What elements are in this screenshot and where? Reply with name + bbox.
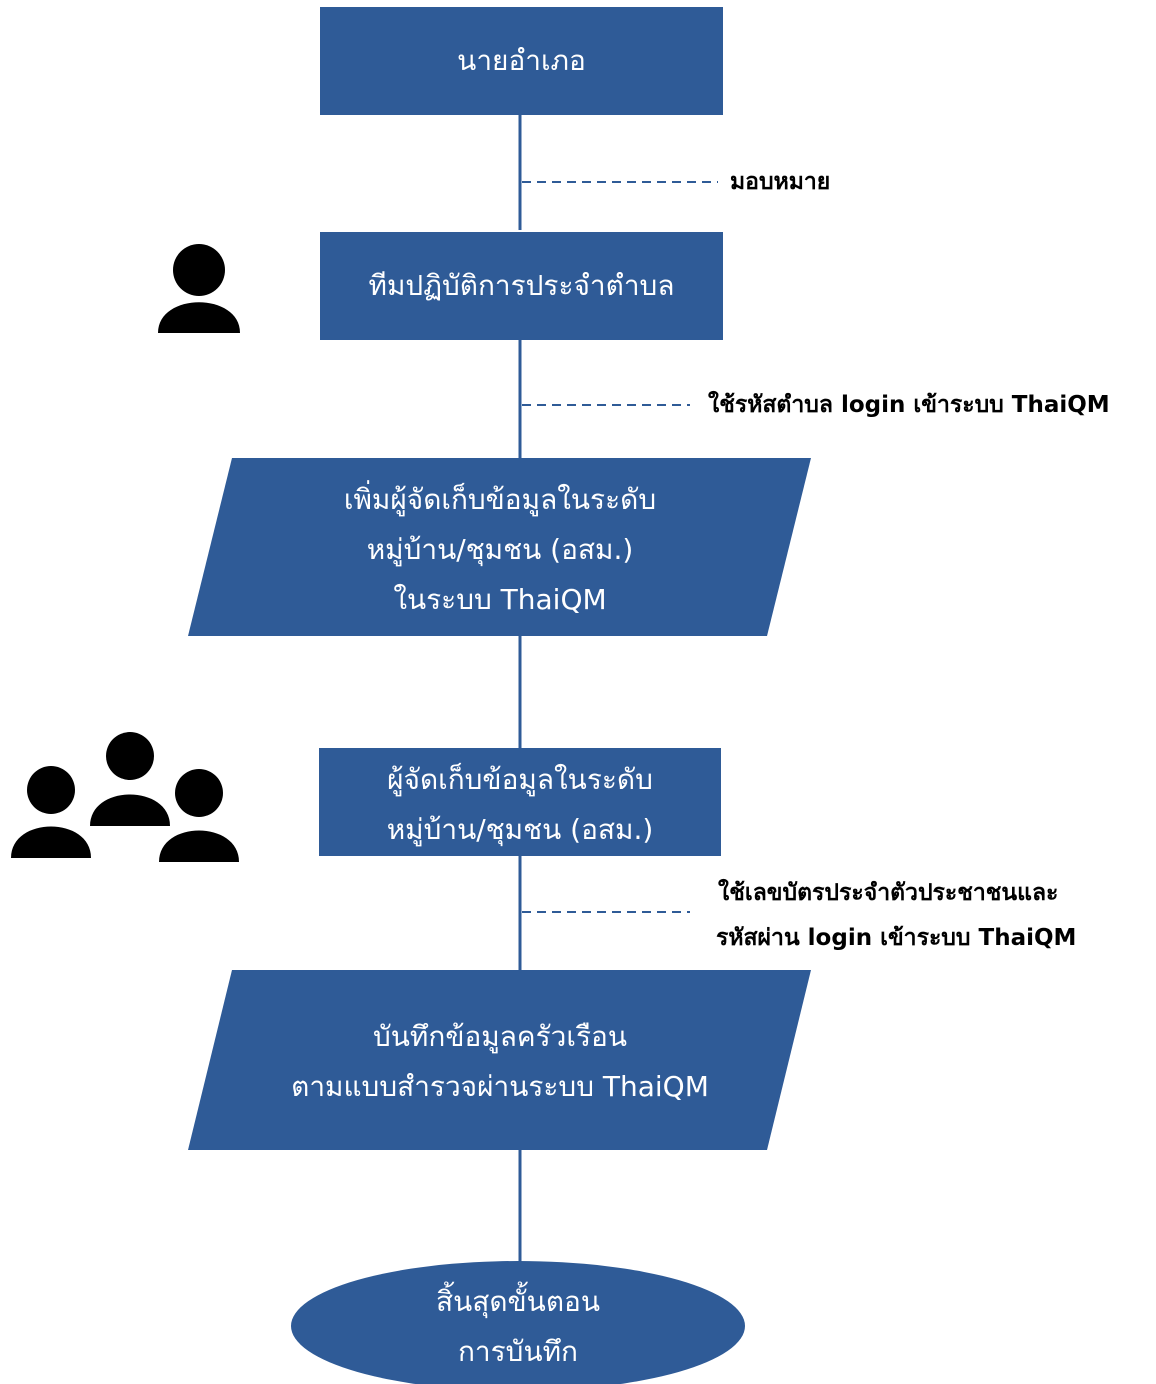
collectors-line-1: ผู้จัดเก็บข้อมูลในระดับ	[387, 763, 653, 796]
citizen-login-note-line-2: รหัสผ่าน login เข้าระบบ ThaiQM	[716, 925, 1077, 951]
add-collectors-line-3: ในระบบ ThaiQM	[393, 583, 607, 616]
assign-note: มอบหมาย	[730, 169, 831, 195]
subdistrict-team-box	[320, 232, 723, 340]
collectors-line-2: หมู่บ้าน/ชุมชน (อสม.)	[386, 813, 654, 846]
district-chief-box	[320, 7, 723, 115]
person-icon	[158, 244, 240, 333]
record-household-line-2: ตามแบบสำรวจผ่านระบบ ThaiQM	[291, 1070, 709, 1103]
subdistrict-login-note: ใช้รหัสตำบล login เข้าระบบ ThaiQM	[708, 392, 1110, 418]
record-household-parallelogram	[188, 970, 811, 1150]
add-collectors-line-2: หมู่บ้าน/ชุมชน (อสม.)	[366, 533, 634, 566]
collectors-box	[319, 748, 721, 856]
add-collectors-line-1: เพิ่มผู้จัดเก็บข้อมูลในระดับ	[343, 483, 657, 516]
record-household-line-1: บันทึกข้อมูลครัวเรือน	[373, 1020, 627, 1053]
citizen-login-note-line-1: ใช้เลขบัตรประจำตัวประชาชนและ	[718, 880, 1059, 906]
end-line-2: การบันทึก	[457, 1335, 579, 1368]
add-collectors-parallelogram	[188, 458, 811, 636]
end-ellipse	[291, 1261, 745, 1384]
end-line-1: สิ้นสุดขั้นตอน	[436, 1285, 600, 1318]
people-group-icon	[11, 732, 239, 862]
subdistrict-team-label: ทีมปฏิบัติการประจำตำบล	[368, 269, 675, 302]
district-chief-label: นายอำเภอ	[457, 44, 586, 77]
